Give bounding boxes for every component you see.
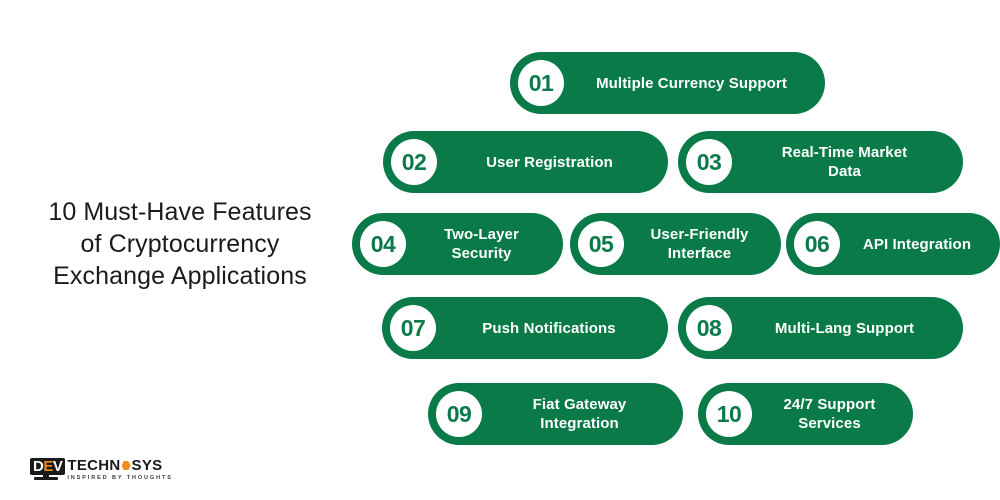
- page-title-line-3: Exchange Applications: [53, 262, 307, 290]
- feature-number-badge-10: 10: [706, 391, 752, 437]
- feature-number-badge-09: 09: [436, 391, 482, 437]
- logo-badge-e: E: [43, 458, 53, 475]
- feature-number-04: 04: [370, 230, 396, 257]
- feature-number-03: 03: [696, 148, 722, 175]
- feature-number-badge-08: 08: [686, 305, 732, 351]
- feature-label-09: Fiat Gateway Integration: [482, 395, 683, 433]
- feature-label-03-line-2: Data: [828, 163, 861, 180]
- feature-label-02: User Registration: [437, 153, 668, 172]
- feature-number-06: 06: [804, 230, 830, 257]
- feature-number-badge-03: 03: [686, 139, 732, 185]
- feature-label-10-line-2: Services: [798, 415, 861, 432]
- page-title-line-2: of Cryptocurrency: [80, 230, 280, 258]
- feature-pill-04[interactable]: 04 Two-Layer Security: [352, 213, 563, 275]
- feature-number-02: 02: [401, 148, 427, 175]
- feature-number-09: 09: [446, 400, 472, 427]
- feature-number-10: 10: [716, 400, 742, 427]
- feature-label-06-line-1: API Integration: [862, 235, 972, 253]
- feature-pill-01[interactable]: 01 Multiple Currency Support: [510, 52, 825, 114]
- feature-label-05: User-Friendly Interface: [624, 225, 781, 263]
- feature-label-02-line-1: User Registration: [486, 153, 613, 171]
- feature-label-10-line-1: 24/7 Support: [783, 396, 876, 413]
- feature-label-05-line-2: Interface: [667, 245, 732, 262]
- feature-pill-07[interactable]: 07 Push Notifications: [382, 297, 668, 359]
- feature-label-09-line-2: Integration: [540, 415, 619, 432]
- feature-pill-03[interactable]: 03 Real-Time Market Data: [678, 131, 963, 193]
- brand-logo: DEV TECHN SYS INSPIRED BY THOUGHTS: [30, 458, 173, 483]
- feature-label-08-line-1: Multi-Lang Support: [774, 319, 915, 337]
- feature-label-04-line-1: Two-Layer: [444, 226, 519, 243]
- feature-number-badge-01: 01: [518, 60, 564, 106]
- feature-number-badge-05: 05: [578, 221, 624, 267]
- feature-pill-06[interactable]: 06 API Integration: [786, 213, 1000, 275]
- feature-number-01: 01: [528, 69, 554, 96]
- feature-label-10: 24/7 Support Services: [752, 395, 913, 433]
- feature-number-badge-04: 04: [360, 221, 406, 267]
- logo-word-part1: TECHN: [67, 457, 121, 474]
- feature-number-07: 07: [400, 314, 426, 341]
- feature-label-03-line-1: Real-Time Market: [781, 144, 908, 161]
- feature-label-03: Real-Time Market Data: [732, 143, 963, 181]
- feature-label-04-line-2: Security: [451, 245, 512, 262]
- logo-monitor-neck: [43, 474, 49, 478]
- feature-label-09-line-1: Fiat Gateway: [532, 396, 627, 413]
- page-title-line-1: 10 Must-Have Features: [48, 198, 312, 226]
- feature-label-01-line-1: Multiple Currency Support: [596, 74, 787, 92]
- feature-label-07-line-1: Push Notifications: [482, 319, 616, 337]
- logo-badge-v: V: [52, 458, 63, 475]
- feature-number-08: 08: [696, 314, 722, 341]
- logo-wordmark: TECHN SYS INSPIRED BY THOUGHTS: [67, 458, 172, 483]
- logo-monitor-stand: [34, 477, 58, 480]
- feature-number-badge-07: 07: [390, 305, 436, 351]
- feature-pill-09[interactable]: 09 Fiat Gateway Integration: [428, 383, 683, 445]
- logo-word-row: TECHN SYS: [67, 458, 172, 473]
- feature-number-05: 05: [588, 230, 614, 257]
- feature-number-badge-06: 06: [794, 221, 840, 267]
- feature-pill-05[interactable]: 05 User-Friendly Interface: [570, 213, 781, 275]
- feature-number-badge-02: 02: [391, 139, 437, 185]
- hexagon-icon: [121, 461, 131, 470]
- feature-pill-02[interactable]: 02 User Registration: [383, 131, 668, 193]
- feature-label-07: Push Notifications: [436, 319, 668, 338]
- logo-badge-d: D: [33, 458, 44, 475]
- feature-pill-10[interactable]: 10 24/7 Support Services: [698, 383, 913, 445]
- logo-tagline: INSPIRED BY THOUGHTS: [67, 475, 173, 481]
- logo-word-part2: SYS: [131, 457, 163, 474]
- feature-pill-08[interactable]: 08 Multi-Lang Support: [678, 297, 963, 359]
- feature-label-04: Two-Layer Security: [406, 225, 563, 263]
- feature-label-01: Multiple Currency Support: [564, 74, 825, 93]
- feature-label-06: API Integration: [840, 235, 1000, 254]
- feature-label-08: Multi-Lang Support: [732, 319, 963, 338]
- feature-label-05-line-1: User-Friendly: [650, 226, 749, 243]
- logo-monitor-icon: DEV: [30, 458, 66, 480]
- page-title: 10 Must-Have Features of Cryptocurrency …: [20, 196, 340, 292]
